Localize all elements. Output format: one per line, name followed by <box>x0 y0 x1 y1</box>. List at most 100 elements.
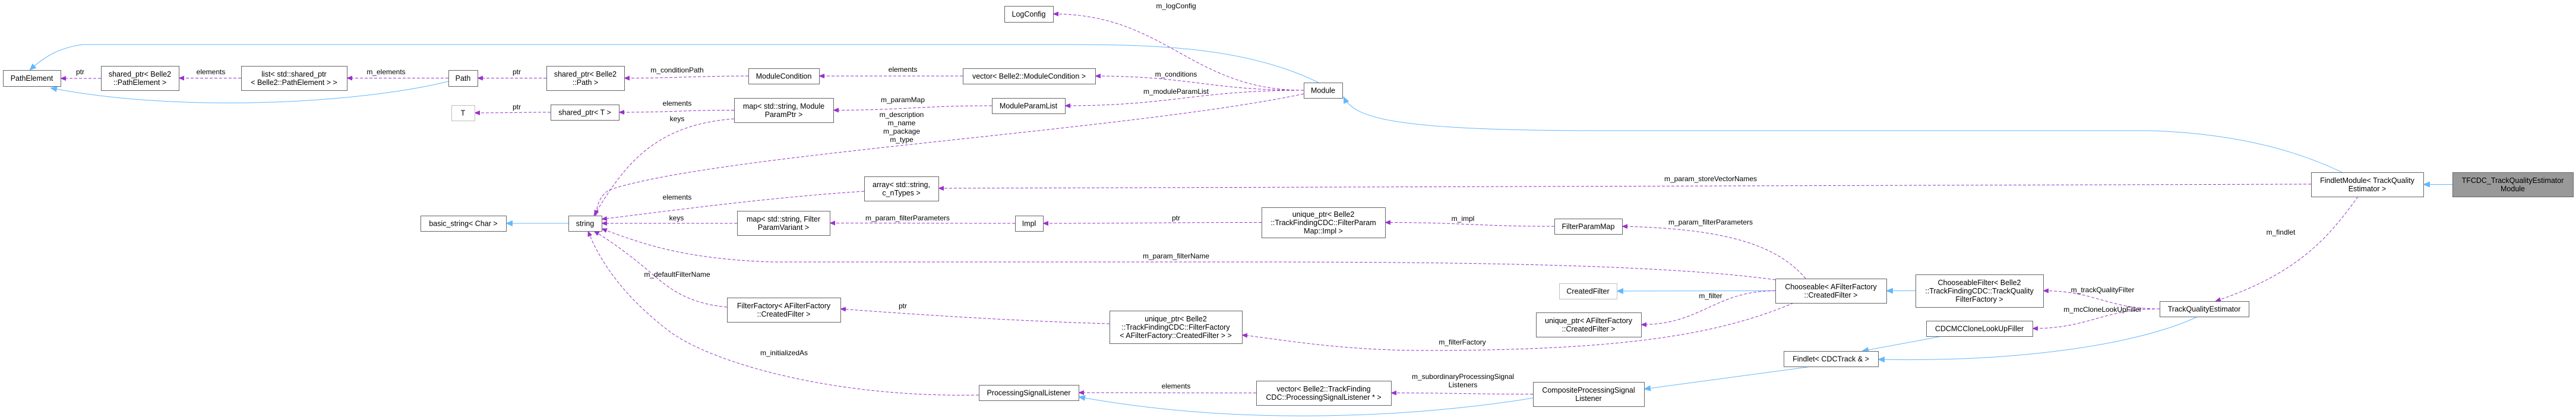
edge-label: ptr <box>1172 214 1180 222</box>
class-node-cdcmc[interactable]: CDCMCCloneLookUpFiller <box>1926 321 2033 337</box>
nodes-layer: PathElement shared_ptr< Belle2::PathEleme… <box>3 6 2574 407</box>
usage-edge-mapModuleParam-to-string <box>593 118 735 216</box>
node-label: ::CreatedFilter > <box>1562 325 1616 333</box>
class-node-chooseable[interactable]: Chooseable< AFilterFactory::CreatedFilte… <box>1775 279 1887 304</box>
class-node-T[interactable]: T <box>451 105 475 121</box>
edge-label: m_elements <box>366 68 405 76</box>
edge-label: m_param_filterParameters <box>1668 218 1753 226</box>
node-box <box>992 98 1066 114</box>
node-label: FilterFactory< AFilterFactory <box>737 302 831 310</box>
class-node-vecPSL[interactable]: vector< Belle2::TrackFindingCDC::Process… <box>1256 381 1392 406</box>
node-label: map< std::string, Filter <box>747 215 820 223</box>
edge-label: elements <box>197 68 226 76</box>
class-node-listSp[interactable]: list< std::shared_ptr< Belle2::PathEleme… <box>241 66 347 91</box>
node-box <box>1015 216 1044 232</box>
class-node-uniqueAFF[interactable]: unique_ptr< AFilterFactory::CreatedFilte… <box>1536 312 1642 337</box>
edge-label-line: elements <box>663 99 692 108</box>
edge-label: elements <box>1162 382 1191 390</box>
class-node-findlet[interactable]: Findlet< CDCTrack & > <box>1784 351 1879 367</box>
class-node-trackQE[interactable]: TrackQualityEstimator <box>2160 301 2249 317</box>
edge-label: m_conditions <box>1155 70 1197 78</box>
node-label: map< std::string, Module <box>743 102 824 110</box>
node-label: Path <box>456 74 471 83</box>
edge-label-line: m_elements <box>366 68 405 76</box>
class-node-uniqueImpl[interactable]: unique_ptr< Belle2::TrackFindingCDC::Fil… <box>1262 207 1386 238</box>
inheritance-edge-trackQE-to-findlet <box>1878 316 2198 363</box>
usage-edge-uniqueImpl-to-impl <box>1042 220 1262 226</box>
class-node-createdFilter[interactable]: CreatedFilter <box>1559 283 1617 299</box>
node-label: TFCDC_TrackQualityEstimator <box>2462 176 2564 185</box>
node-label: basic_string< Char > <box>429 220 497 228</box>
node-label: ::TrackFindingCDC::FilterFactory <box>1121 323 1230 331</box>
node-box <box>241 66 347 91</box>
usage-edge-module-to-vecModuleCondition <box>1095 74 1304 91</box>
class-node-spPathElement[interactable]: shared_ptr< Belle2::PathElement > <box>101 66 179 91</box>
edge-label: elements <box>889 65 918 74</box>
edge-label-line: m_param_filterName <box>1143 252 1209 260</box>
node-label: LogConfig <box>1012 10 1046 18</box>
node-label: ::TrackFindingCDC::FilterParam <box>1270 219 1376 227</box>
edge-label-line: m_logConfig <box>1156 2 1196 10</box>
class-node-filterParamMap[interactable]: FilterParamMap <box>1554 219 1623 235</box>
class-node-uniqueFilterFactory[interactable]: unique_ptr< Belle2::TrackFindingCDC::Fil… <box>1110 311 1243 344</box>
node-label: vector< Belle2::ModuleCondition > <box>972 72 1086 81</box>
node-label: T <box>461 109 466 118</box>
class-node-chooseableFilter[interactable]: ChooseableFilter< Belle2::TrackFindingCD… <box>1916 274 2044 308</box>
class-node-logConfig[interactable]: LogConfig <box>1004 6 1054 23</box>
class-node-moduleCondition[interactable]: ModuleCondition <box>748 68 820 84</box>
edge-label: m_initializedAs <box>760 349 808 357</box>
class-node-string[interactable]: string <box>568 216 602 232</box>
class-node-arrayString[interactable]: array< std::string,c_nTypes > <box>864 176 939 201</box>
node-label: ModuleParamList <box>1000 102 1058 110</box>
node-label: CompositeProcessingSignal <box>1542 386 1635 394</box>
edge-label: m_paramMap <box>881 96 925 104</box>
edge-label: m_moduleParamList <box>1143 87 1209 96</box>
class-node-spPath[interactable]: shared_ptr< Belle2::Path > <box>546 66 625 91</box>
usage-edge-arrayString-to-string <box>601 191 865 221</box>
edge-label-line: keys <box>669 214 684 222</box>
edge-label-line: m_package <box>883 127 920 135</box>
class-node-pathElement[interactable]: PathElement <box>3 70 61 87</box>
usage-edge-uniqueFilterFactory-to-filterFactory <box>840 307 1110 324</box>
node-box <box>1775 279 1887 304</box>
node-label: ChooseableFilter< Belle2 <box>1937 279 2021 287</box>
edge-label: m_logConfig <box>1156 2 1196 10</box>
class-node-basicString[interactable]: basic_string< Char > <box>421 216 507 232</box>
usage-edge-spT-to-T <box>474 110 551 115</box>
edge-label-line: m_subordinaryProcessingSignal <box>1412 372 1514 381</box>
class-node-psl[interactable]: ProcessingSignalListener <box>979 385 1079 401</box>
node-label: Listener <box>1575 394 1601 403</box>
usage-edge-chooseable-to-uniqueFilterFactory <box>1241 302 1794 351</box>
edge-label-line: m_description <box>880 110 924 119</box>
edge-label: keys <box>669 214 684 222</box>
node-label: FindletModule< TrackQuality <box>2320 176 2415 185</box>
node-box <box>1256 381 1392 406</box>
node-box <box>2160 301 2249 317</box>
class-node-path[interactable]: Path <box>448 70 478 87</box>
edge-label: m_param_filterName <box>1143 252 1209 260</box>
edge-label: ptr <box>513 103 521 111</box>
node-box <box>568 216 602 232</box>
class-node-spT[interactable]: shared_ptr< T > <box>551 105 619 121</box>
class-node-vecModuleCondition[interactable]: vector< Belle2::ModuleCondition > <box>963 68 1096 84</box>
edge-label-line: m_name <box>888 119 916 127</box>
edge-label-line: elements <box>1162 382 1191 390</box>
node-label: ParamPtr > <box>765 110 803 119</box>
usage-edge-module-to-moduleParamList <box>1064 90 1304 108</box>
class-node-moduleParamList[interactable]: ModuleParamList <box>992 98 1066 114</box>
edge-label: m_param_filterParameters <box>865 214 950 222</box>
class-node-impl[interactable]: Impl <box>1015 216 1044 232</box>
node-box <box>2311 172 2424 197</box>
class-node-module[interactable]: Module <box>1304 83 1343 99</box>
class-node-findletModule[interactable]: FindletModule< TrackQualityEstimator > <box>2311 172 2424 197</box>
usage-edge-trackQE-to-chooseableFilter <box>2043 288 2160 309</box>
node-label: array< std::string, <box>873 181 930 189</box>
edge-label-line: m_initializedAs <box>760 349 808 357</box>
class-node-filterFactory[interactable]: FilterFactory< AFilterFactory::CreatedFi… <box>727 298 841 323</box>
inheritance-edge-cdcmc-to-findlet <box>1861 336 1943 353</box>
node-label: Findlet< CDCTrack & > <box>1793 355 1869 364</box>
